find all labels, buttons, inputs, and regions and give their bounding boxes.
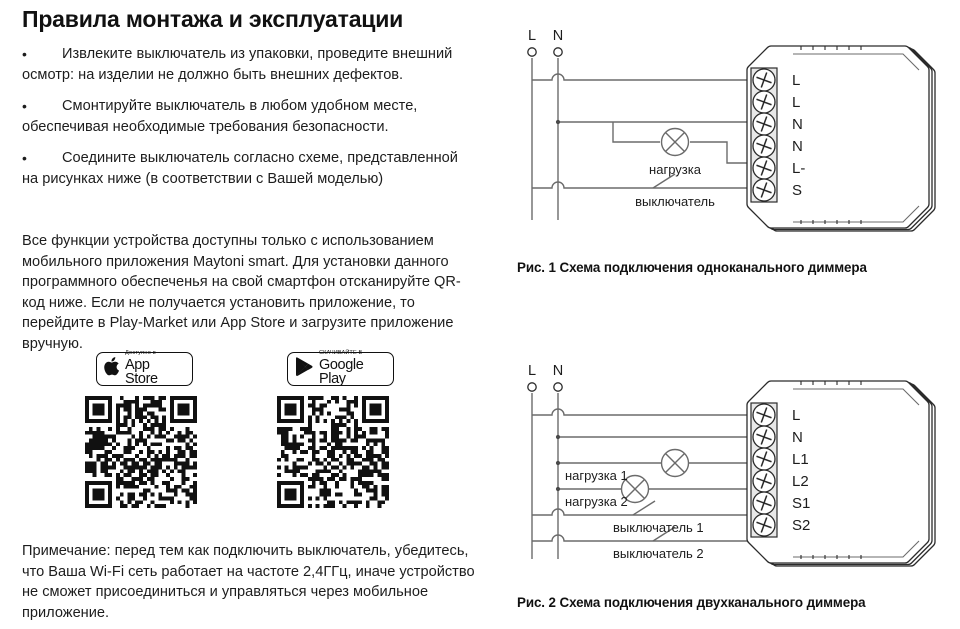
figure-two-caption: Рис. 2 Схема подключения двухканального … — [517, 595, 866, 610]
bullet-icon: • — [22, 98, 27, 114]
figure-one-caption-number: Рис. 1 — [517, 260, 556, 275]
figure-one-caption: Рис. 1 Схема подключения одноканального … — [517, 260, 867, 275]
bullet-icon: • — [22, 150, 27, 166]
figure-one-caption-text: Схема подключения одноканального диммера — [559, 260, 867, 275]
app-store-badge-superscript: Доступно в — [125, 350, 156, 357]
google-play-badge-label: Google Play — [319, 356, 364, 388]
rail-label-L: L — [528, 28, 536, 44]
figure-two-svg: L N нагрузка 1 нагрузка 2 выключатель 1 … — [527, 363, 936, 567]
list-item: • Смонтируйте выключатель в любом удобно… — [22, 96, 477, 137]
terminal-label: L1 — [792, 451, 809, 468]
qr-code-google-play[interactable] — [277, 396, 389, 508]
wire-label-load: нагрузка — [649, 162, 702, 177]
figure-two-wiring-diagram: L N нагрузка 1 нагрузка 2 выключатель 1 … — [505, 363, 960, 615]
google-play-badge-superscript: СКАЧИВАЙТЕ В — [319, 350, 363, 357]
rail-label-N: N — [553, 363, 563, 379]
instruction-list: • Извлеките выключатель из упаковки, про… — [22, 44, 477, 200]
terminal-label: L — [792, 407, 800, 424]
load-lamp-1-icon — [660, 448, 690, 478]
rail-label-L: L — [528, 363, 536, 379]
terminal-label: L — [792, 94, 800, 111]
wire-label-load-2: нагрузка 2 — [565, 494, 628, 509]
terminal-screws — [752, 403, 776, 537]
wire-label-switch-1: выключатель 1 — [613, 520, 704, 535]
list-item-text: Смонтируйте выключатель в любом удобном … — [22, 98, 418, 135]
figure-one-svg: L N нагрузка выключатель — [527, 28, 936, 232]
terminal-label: N — [792, 138, 803, 155]
app-store-badge-text: Доступно в App Store — [125, 351, 185, 387]
google-play-badge[interactable]: СКАЧИВАЙТЕ В Google Play — [287, 351, 394, 387]
figure-one-wiring-diagram: L N нагрузка выключатель — [505, 28, 960, 280]
list-item: • Извлеките выключатель из упаковки, про… — [22, 44, 477, 85]
app-store-badge[interactable]: Доступно в App Store — [96, 351, 193, 387]
store-badges: Доступно в App Store СКАЧИВАЙТЕ В Google… — [0, 351, 500, 392]
bullet-icon: • — [22, 46, 27, 62]
terminal-label: L — [792, 72, 800, 89]
wire-label-load-1: нагрузка 1 — [565, 468, 628, 483]
terminal-label: S — [792, 182, 802, 199]
figure-two-caption-number: Рис. 2 — [517, 595, 556, 610]
terminal-screws — [752, 68, 776, 202]
qr-code-app-store[interactable] — [85, 396, 197, 508]
wire-label-switch: выключатель — [635, 194, 715, 209]
terminal-label: S2 — [792, 517, 810, 534]
page-title: Правила монтажа и эксплуатации — [22, 6, 404, 32]
terminal-label: L2 — [792, 473, 809, 490]
google-play-triangle-icon — [294, 356, 314, 382]
terminal-label: S1 — [792, 495, 810, 512]
load-lamp-2-icon — [620, 474, 650, 504]
google-play-badge-text: СКАЧИВАЙТЕ В Google Play — [319, 351, 386, 387]
note-paragraph: Примечание: перед тем как подключить вык… — [22, 543, 475, 621]
figure-two-caption-text: Схема подключения двухканального диммера — [559, 595, 866, 610]
app-store-badge-label: App Store — [125, 356, 158, 388]
list-item-text: Извлеките выключатель из упаковки, прове… — [22, 46, 453, 83]
left-column: Правила монтажа и эксплуатации • Извлеки… — [0, 6, 500, 621]
terminal-label: N — [792, 429, 803, 446]
list-item-text: Соедините выключатель согласно схеме, пр… — [22, 150, 458, 187]
terminal-label: L- — [792, 160, 805, 177]
wire-label-switch-2: выключатель 2 — [613, 546, 704, 561]
list-item: • Соедините выключатель согласно схеме, … — [22, 148, 477, 189]
app-instructions-paragraph: Все функции устройства доступны только с… — [22, 233, 461, 352]
rail-label-N: N — [553, 28, 563, 44]
terminal-label: N — [792, 116, 803, 133]
apple-logo-icon — [103, 356, 120, 382]
